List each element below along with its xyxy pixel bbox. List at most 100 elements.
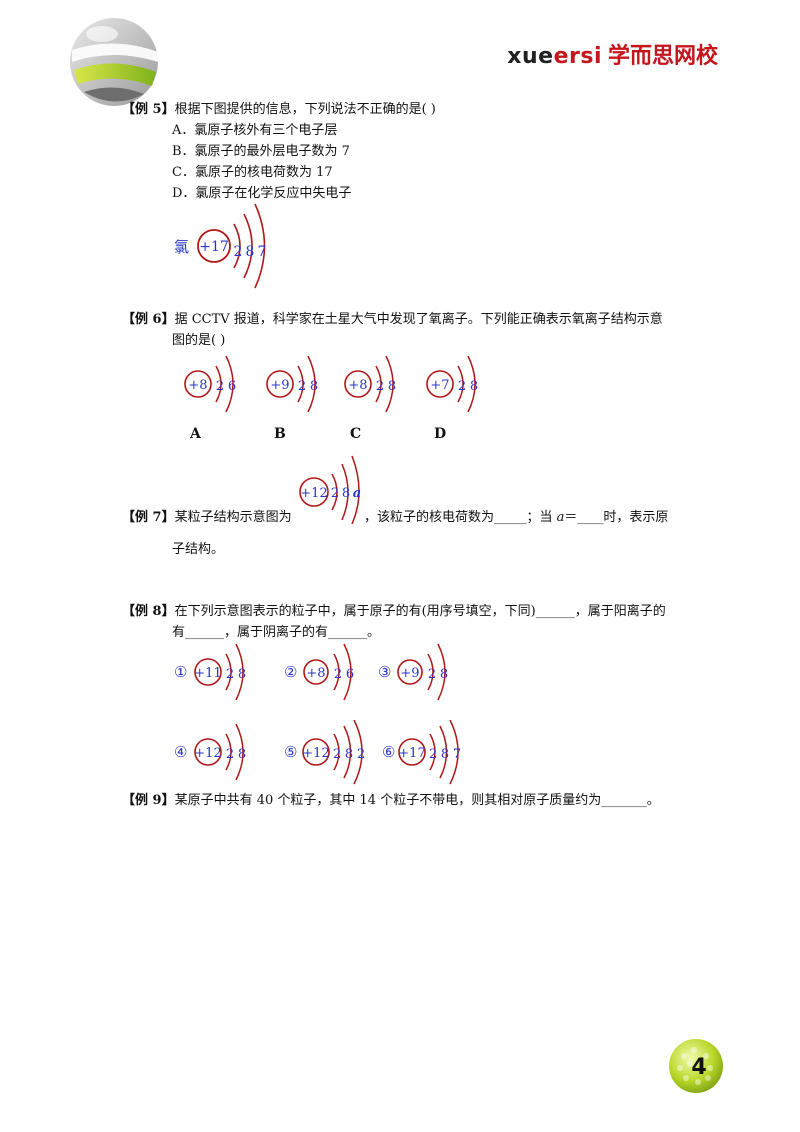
shell-electrons-variable: a	[353, 486, 361, 501]
shell-electrons: 8	[238, 747, 246, 762]
shell-electrons: 6	[346, 667, 354, 682]
shell-arc	[333, 653, 340, 691]
shell-electrons: 8	[441, 747, 449, 762]
shell-electrons: 8	[470, 379, 478, 394]
shell-arc	[307, 355, 316, 413]
ex8-item-3-diagram: ③ +9 2 8	[378, 643, 448, 701]
ex5-question: 【例 5】根据下图提供的信息，下列说法不正确的是( )	[122, 101, 436, 119]
ex7-question-line1: 【例 7】某粒子结构示意图为	[122, 509, 292, 527]
ex5-option-c: C．氯原子的核电荷数为 17	[172, 165, 333, 180]
nucleus-charge: +9	[270, 378, 289, 393]
item-number: ①	[174, 663, 187, 681]
ex8-question: 【例 8】在下列示意图表示的粒子中，属于原子的有(用序号填空，下同)______…	[122, 603, 666, 621]
ex6-choice-d-label: D	[434, 426, 447, 442]
nucleus-circle	[194, 658, 222, 686]
shell-arc	[439, 725, 448, 779]
ex8-stem-line1: 在下列示意图表示的粒子中，属于原子的有(用序号填空，下同)______，属于阳离…	[174, 604, 666, 619]
shell-electrons: 2	[226, 747, 234, 762]
shell-electrons: 2	[298, 379, 306, 394]
shell-arc	[235, 643, 244, 701]
shell-electrons: 8	[345, 747, 353, 762]
ex5-option-d: D．氯原子在化学反应中失电子	[172, 186, 352, 201]
nucleus-circle	[266, 370, 294, 398]
shell-electrons: 2	[333, 747, 341, 762]
nucleus-circle	[194, 738, 222, 766]
nucleus-charge: +17	[199, 239, 229, 255]
nucleus-circle	[302, 738, 330, 766]
ex5-tag: 【例 5】	[122, 102, 175, 117]
shell-arc	[297, 365, 304, 403]
item-number: ⑥	[382, 743, 395, 761]
nucleus-charge: +8	[348, 378, 367, 393]
shell-arc	[343, 725, 352, 779]
ex5-chlorine-diagram: 氯 +17 2 8 7	[174, 203, 266, 289]
shell-electrons: 2	[331, 486, 339, 501]
ex5-stem: 根据下图提供的信息，下列说法不正确的是( )	[174, 102, 436, 117]
ex7-question-line2: 子结构。	[172, 542, 225, 557]
shell-arc	[467, 355, 476, 413]
ex8-item-4-diagram: ④ +12 2 8	[174, 723, 246, 781]
shell-arc	[225, 733, 232, 771]
item-number: ④	[174, 743, 187, 761]
ex7-text-3: ＝____时，表示原	[564, 510, 669, 525]
shell-arc	[331, 473, 338, 511]
ex7-text-1: 某粒子结构示意图为	[174, 510, 292, 525]
shell-electrons: 2	[429, 747, 437, 762]
shell-electrons: 8	[342, 486, 350, 501]
shell-electrons: 7	[453, 747, 461, 762]
ex8-item-6-diagram: ⑥ +17 2 8 7	[382, 720, 461, 785]
ex6-stem-line2: 图的是( )	[172, 333, 226, 348]
nucleus-circle	[344, 370, 372, 398]
nucleus-circle	[397, 659, 423, 685]
shell-arc	[333, 733, 340, 771]
ex9-question: 【例 9】某原子中共有 40 个粒子，其中 14 个粒子不带电，则其相对原子质量…	[122, 792, 660, 810]
item-number: ③	[378, 663, 391, 681]
ex6-choice-a-diagram: +8 2 6	[184, 355, 236, 413]
ex6-question: 【例 6】据 CCTV 报道，科学家在土星大气中发现了氧离子。下列能正确表示氧离…	[122, 311, 663, 329]
nucleus-circle	[299, 477, 329, 507]
nucleus-charge: +11	[194, 666, 221, 681]
shell-electrons: 2	[334, 667, 342, 682]
nucleus-circle	[303, 659, 329, 685]
ex6-tag: 【例 6】	[122, 312, 175, 327]
shell-electrons: 2	[376, 379, 384, 394]
ex7-var: a	[556, 510, 565, 525]
nucleus-charge: +12	[300, 486, 327, 501]
shell-arc	[353, 720, 363, 785]
ex6-choice-c-diagram: +8 2 8	[344, 355, 396, 413]
nucleus-circle	[197, 229, 231, 263]
ex8-tag: 【例 8】	[122, 604, 175, 619]
shell-electrons: 2	[216, 379, 224, 394]
item-number: ⑤	[284, 743, 297, 761]
item-number: ②	[284, 663, 297, 681]
shell-arc	[254, 203, 266, 289]
shell-arc	[427, 653, 434, 691]
nucleus-charge: +8	[306, 666, 325, 681]
shell-arc	[375, 365, 382, 403]
nucleus-charge: +17	[398, 746, 425, 761]
shell-arc	[343, 643, 352, 701]
shell-arc	[243, 213, 253, 279]
ex8-item-2-diagram: ② +8 2 6	[284, 643, 354, 701]
shell-arc	[437, 643, 446, 701]
nucleus-circle	[398, 738, 426, 766]
shell-electrons: 8	[310, 379, 318, 394]
ex7-question-tail: ，该粒子的核电荷数为_____；当 a＝____时，表示原	[364, 509, 668, 527]
shell-arc	[235, 723, 244, 781]
shell-arc	[225, 355, 234, 413]
ex8-stem-line2: 有______，属于阴离子的有______。	[172, 625, 381, 640]
nucleus-charge: +12	[302, 746, 329, 761]
ex6-choice-d-diagram: +7 2 8	[426, 355, 478, 413]
ex6-stem-line1: 据 CCTV 报道，科学家在土星大气中发现了氧离子。下列能正确表示氧离子结构示意	[174, 312, 663, 327]
shell-arc	[429, 733, 436, 771]
ex6-choice-b-label: B	[274, 426, 286, 442]
nucleus-charge: +8	[188, 378, 207, 393]
shell-electrons: 6	[228, 379, 236, 394]
page-number: 4	[691, 1055, 706, 1080]
page-number-badge: 4	[669, 1039, 723, 1093]
shell-arc	[449, 720, 459, 785]
shell-electrons: 2	[428, 667, 436, 682]
shell-arc	[233, 223, 241, 269]
ex8-item-5-diagram: ⑤ +12 2 8 2	[284, 720, 365, 785]
